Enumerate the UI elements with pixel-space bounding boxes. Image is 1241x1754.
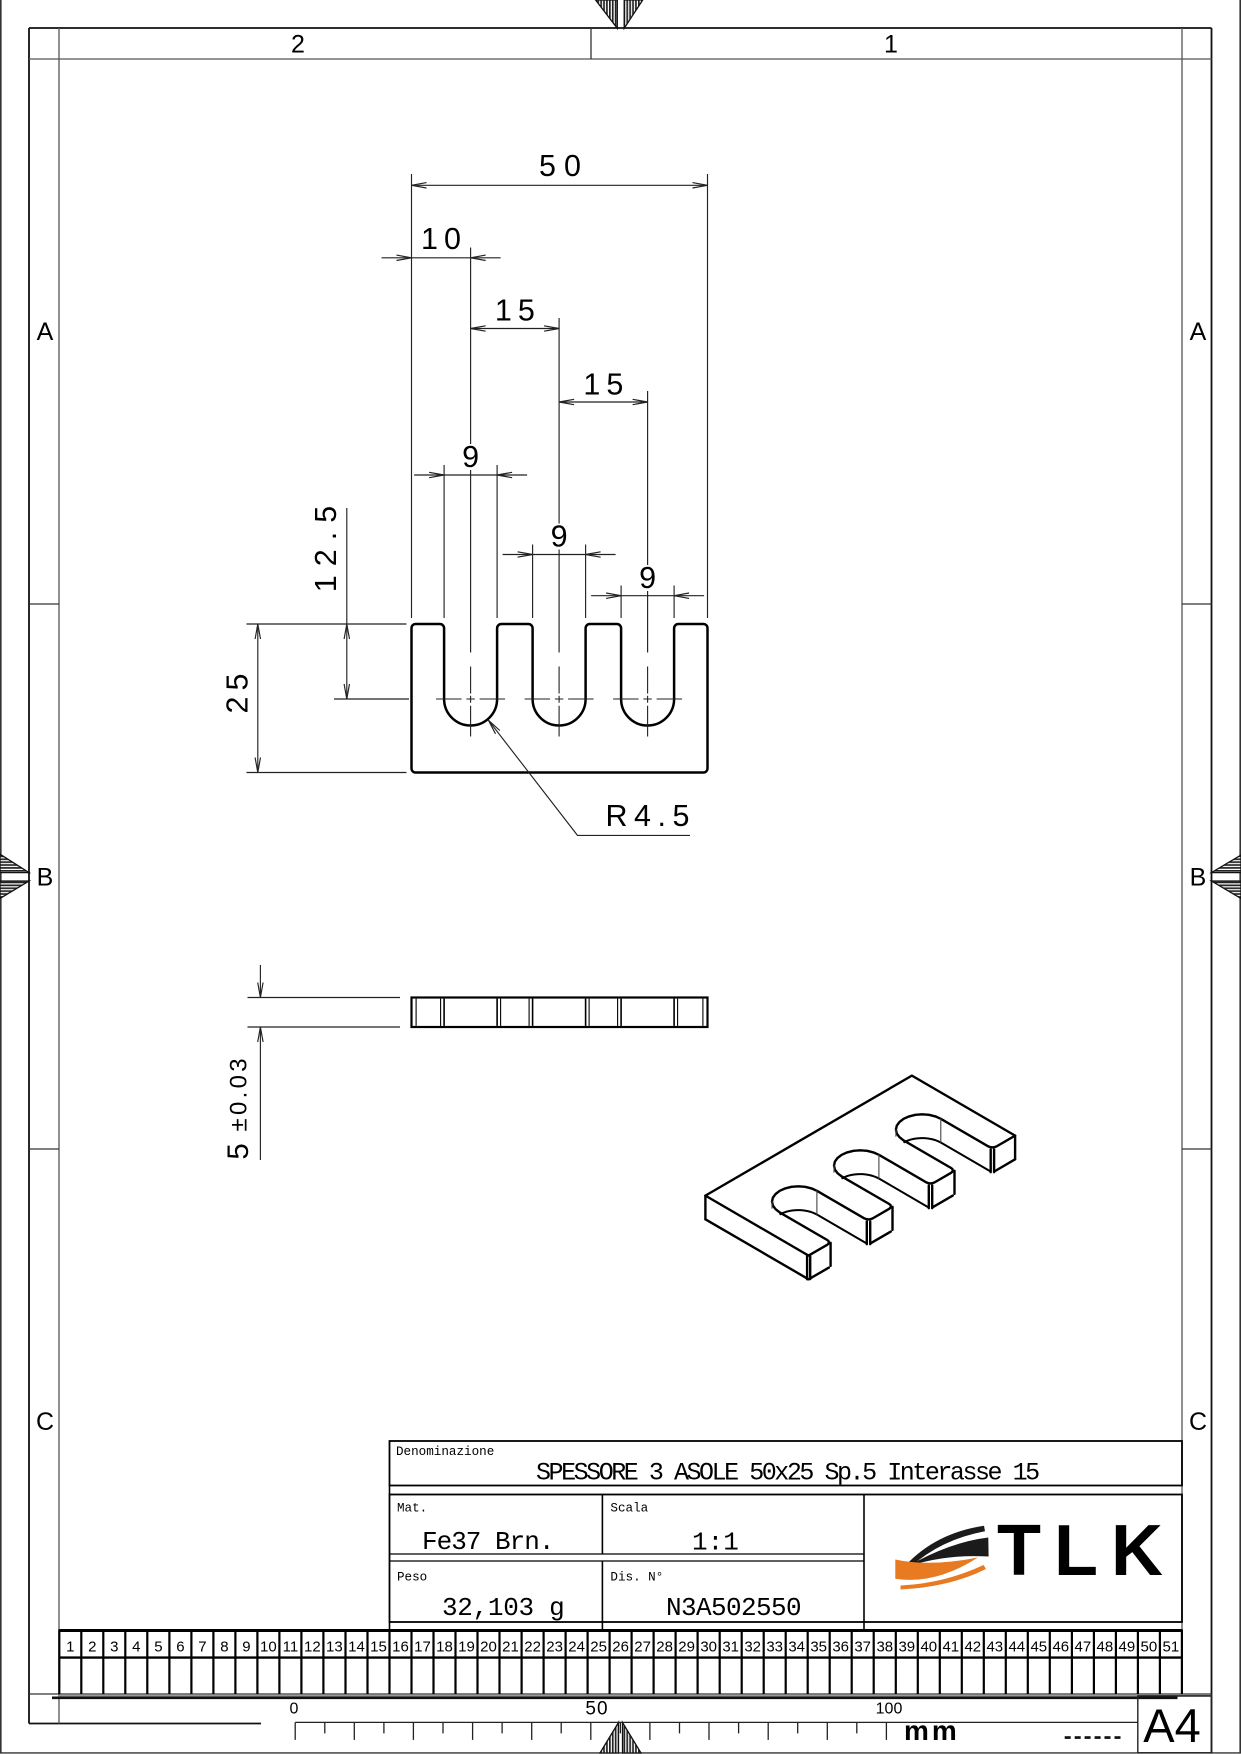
- svg-text:32,103 g: 32,103 g: [442, 1593, 564, 1623]
- svg-text:2: 2: [88, 1639, 96, 1656]
- svg-text:15: 15: [495, 294, 541, 328]
- svg-text:Denominazione: Denominazione: [396, 1445, 494, 1459]
- svg-text:B: B: [37, 864, 54, 892]
- svg-text:100: 100: [876, 1701, 903, 1718]
- svg-text:37: 37: [854, 1639, 871, 1656]
- svg-text:34: 34: [788, 1639, 805, 1656]
- svg-text:12: 12: [304, 1639, 321, 1656]
- svg-text:50: 50: [1141, 1639, 1158, 1656]
- svg-text:10: 10: [421, 222, 467, 256]
- svg-text:16: 16: [392, 1639, 409, 1656]
- svg-text:25: 25: [590, 1639, 607, 1656]
- svg-text:R4.5: R4.5: [606, 799, 696, 833]
- svg-text:Scala: Scala: [610, 1502, 648, 1516]
- svg-text:A4: A4: [1143, 1699, 1201, 1752]
- svg-text:A: A: [1190, 318, 1207, 346]
- svg-text:TLK: TLK: [997, 1511, 1176, 1591]
- svg-text:43: 43: [986, 1639, 1003, 1656]
- svg-text:23: 23: [546, 1639, 563, 1656]
- svg-text:17: 17: [414, 1639, 431, 1656]
- svg-text:±0.03: ±0.03: [226, 1055, 253, 1131]
- svg-text:A: A: [37, 318, 54, 346]
- svg-text:N3A502550: N3A502550: [666, 1593, 801, 1623]
- svg-text:39: 39: [898, 1639, 915, 1656]
- svg-text:20: 20: [480, 1639, 497, 1656]
- svg-text:4: 4: [132, 1639, 140, 1656]
- svg-text:21: 21: [502, 1639, 519, 1656]
- svg-text:40: 40: [920, 1639, 937, 1656]
- svg-text:mm: mm: [904, 1715, 960, 1746]
- svg-text:15: 15: [370, 1639, 387, 1656]
- svg-text:51: 51: [1163, 1639, 1180, 1656]
- svg-text:9: 9: [462, 440, 479, 474]
- svg-text:14: 14: [348, 1639, 365, 1656]
- svg-text:41: 41: [942, 1639, 959, 1656]
- svg-text:6: 6: [176, 1639, 184, 1656]
- svg-text:26: 26: [612, 1639, 629, 1656]
- svg-text:19: 19: [458, 1639, 475, 1656]
- svg-text:9: 9: [242, 1639, 250, 1656]
- svg-text:B: B: [1190, 864, 1207, 892]
- svg-text:27: 27: [634, 1639, 651, 1656]
- svg-text:10: 10: [260, 1639, 277, 1656]
- svg-text:1:1: 1:1: [692, 1528, 739, 1558]
- svg-text:8: 8: [220, 1639, 228, 1656]
- svg-text:31: 31: [722, 1639, 739, 1656]
- svg-text:11: 11: [283, 1639, 299, 1656]
- svg-text:C: C: [1189, 1408, 1207, 1436]
- svg-text:38: 38: [876, 1639, 893, 1656]
- svg-text:Mat.: Mat.: [397, 1502, 427, 1516]
- svg-text:C: C: [36, 1408, 54, 1436]
- svg-text:7: 7: [198, 1639, 206, 1656]
- svg-text:1: 1: [66, 1639, 74, 1656]
- svg-text:15: 15: [583, 368, 629, 402]
- svg-text:42: 42: [964, 1639, 981, 1656]
- svg-text:50: 50: [539, 149, 589, 183]
- svg-text:35: 35: [810, 1639, 827, 1656]
- svg-text:SPESSORE 3 ASOLE 50x25 Sp.5 In: SPESSORE 3 ASOLE 50x25 Sp.5 Interasse 15: [536, 1459, 1039, 1488]
- svg-text:18: 18: [436, 1639, 453, 1656]
- svg-text:36: 36: [832, 1639, 849, 1656]
- svg-text:45: 45: [1030, 1639, 1047, 1656]
- svg-text:24: 24: [568, 1639, 585, 1656]
- svg-text:Peso: Peso: [397, 1571, 427, 1585]
- svg-text:5: 5: [222, 1143, 255, 1159]
- svg-text:50: 50: [585, 1699, 608, 1720]
- svg-text:13: 13: [326, 1639, 343, 1656]
- svg-text:32: 32: [744, 1639, 761, 1656]
- svg-text:3: 3: [110, 1639, 118, 1656]
- svg-text:Dis. N°: Dis. N°: [610, 1571, 663, 1585]
- svg-text:28: 28: [656, 1639, 673, 1656]
- svg-text:25: 25: [221, 668, 255, 714]
- svg-text:Fe37 Brn.: Fe37 Brn.: [422, 1527, 553, 1557]
- svg-text:29: 29: [678, 1639, 695, 1656]
- svg-text:12.5: 12.5: [309, 497, 343, 592]
- svg-text:5: 5: [154, 1639, 162, 1656]
- svg-text:9: 9: [639, 561, 656, 595]
- svg-text:30: 30: [700, 1639, 717, 1656]
- svg-text:2: 2: [291, 31, 305, 59]
- svg-text:0: 0: [290, 1701, 299, 1718]
- svg-text:22: 22: [524, 1639, 541, 1656]
- svg-text:9: 9: [551, 520, 568, 554]
- svg-text:49: 49: [1119, 1639, 1136, 1656]
- svg-text:44: 44: [1008, 1639, 1025, 1656]
- svg-text:47: 47: [1075, 1639, 1092, 1656]
- svg-text:1: 1: [884, 31, 898, 59]
- svg-text:48: 48: [1097, 1639, 1114, 1656]
- svg-text:46: 46: [1052, 1639, 1069, 1656]
- svg-text:33: 33: [766, 1639, 783, 1656]
